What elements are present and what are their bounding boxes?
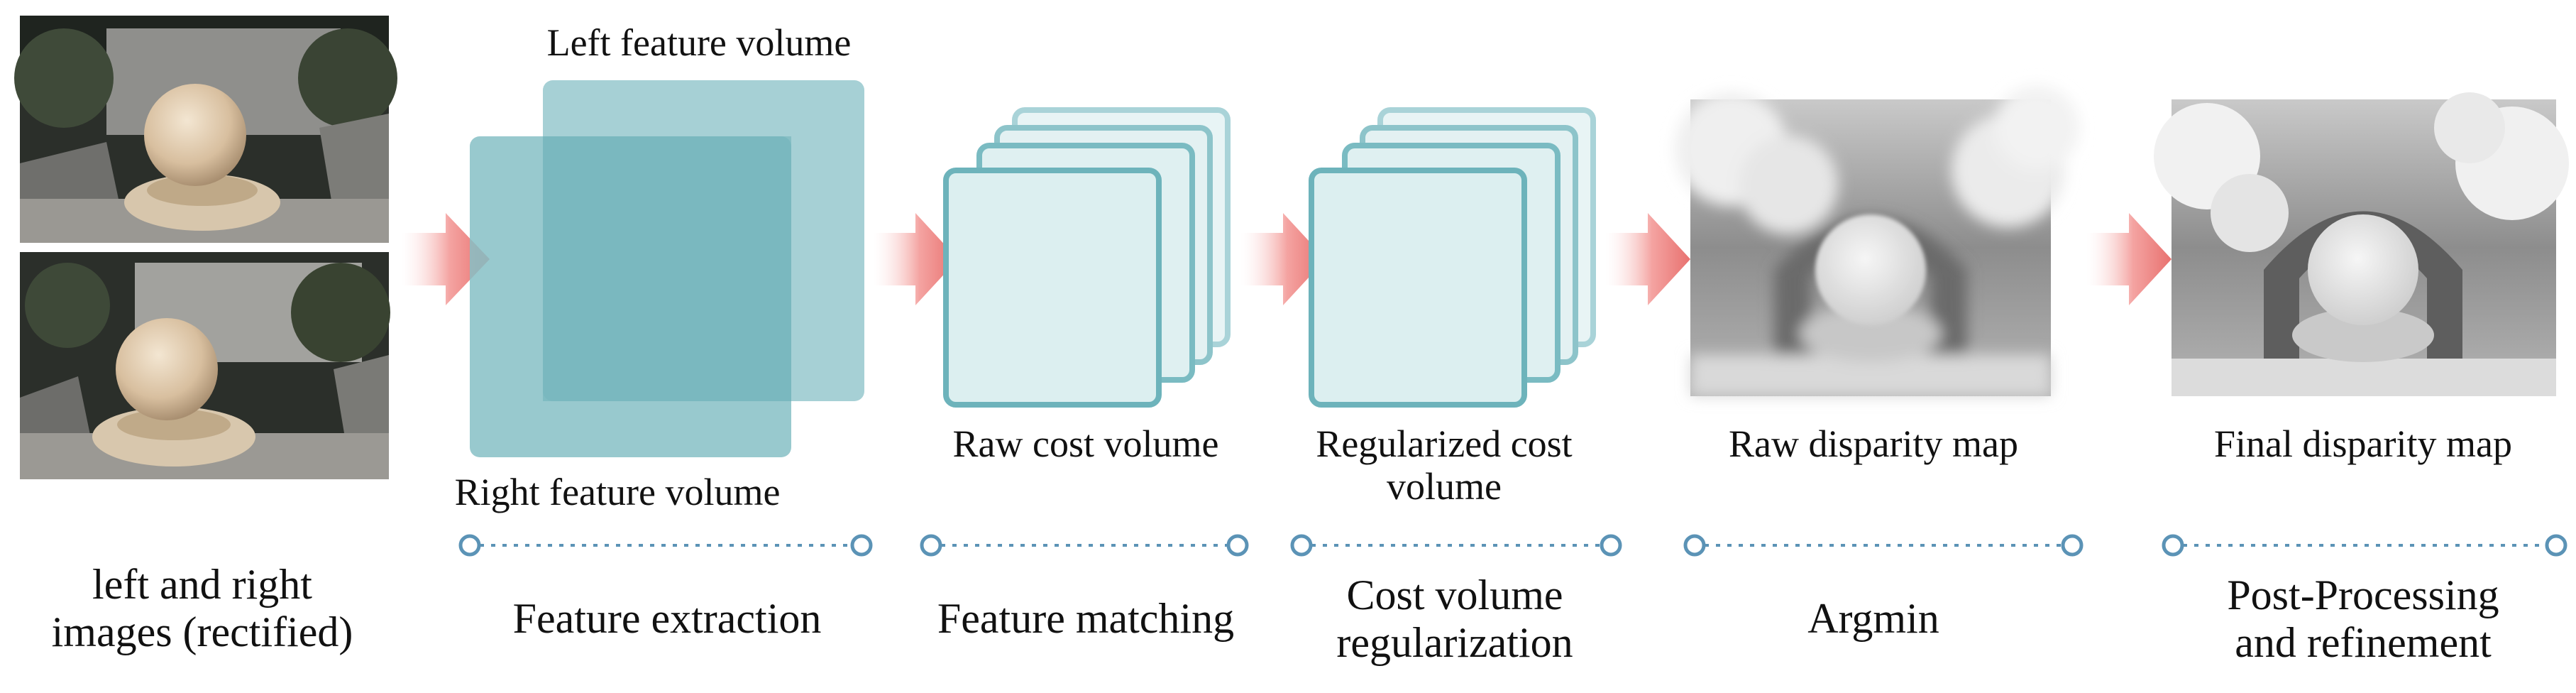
left-input-image [14,16,397,243]
post-processing-line1: Post-Processing [2227,572,2499,618]
raw-cost-volume-label: Raw cost volume [952,422,1219,465]
post-processing-line2: and refinement [2235,619,2492,667]
cost-volume-regularization-line2: regularization [1336,619,1573,667]
final-disparity-map-label: Final disparity map [2214,422,2512,465]
raw-disparity-map-label: Raw disparity map [1729,422,2018,465]
final-disparity-map [2154,92,2569,396]
input-images-caption-line1: left and right [92,561,312,608]
arrow-1 [401,213,490,305]
feature-matching-step: Feature matching [937,595,1235,642]
regularized-cost-volume-label-line2: volume [1387,465,1502,508]
timelines [458,534,2567,557]
argmin-step: Argmin [1807,595,1939,642]
regularized-cost-volume-label-line1: Regularized cost [1316,422,1573,465]
regularized-cost-volume-label: Regularized cost volume [1260,422,1629,508]
arrow-3 [1240,213,1326,305]
raw-disparity-map [1675,85,2079,396]
arrow-4 [1605,213,1690,305]
arrow-5 [2086,213,2172,305]
left-feature-volume-label: Left feature volume [546,21,852,64]
raw-cost-volume [943,107,1231,408]
cost-volume-regularization-step: Cost volume regularization [1270,572,1639,667]
regularized-cost-volume [1309,107,1596,408]
post-processing-step: Post-Processing and refinement [2164,572,2562,667]
right-feature-volume-label: Right feature volume [454,471,781,513]
feature-volumes [470,80,864,457]
right-input-image [20,252,390,479]
input-images-caption: left and right images (rectified) [0,561,404,656]
feature-extraction-step: Feature extraction [512,595,822,642]
input-images-caption-line2: images (rectified) [51,609,353,656]
arrow-2 [873,213,958,305]
cost-volume-regularization-line1: Cost volume [1346,572,1563,618]
